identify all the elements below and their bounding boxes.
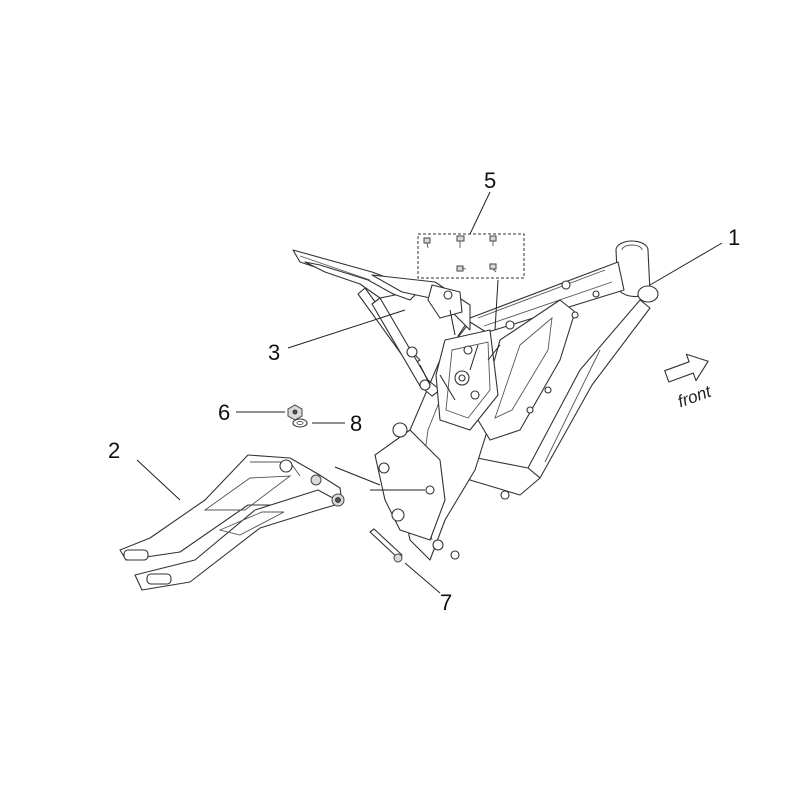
assembly-guide-lines — [334, 279, 501, 491]
leader-lines — [136, 191, 723, 594]
main-frame — [374, 240, 659, 561]
arrow-right-icon — [664, 353, 709, 383]
callout-8: 8 — [350, 411, 362, 436]
bolt-kit — [417, 233, 525, 279]
callout-2: 2 — [108, 438, 120, 463]
callout-7: 7 — [440, 590, 452, 615]
washer — [292, 418, 308, 428]
callout-6: 6 — [218, 400, 230, 425]
front-direction-indicator: front — [664, 353, 715, 411]
nut — [287, 404, 303, 421]
bolt — [489, 263, 497, 273]
bolt — [489, 235, 497, 246]
rear-subframe — [292, 249, 499, 431]
pivot-shaft — [369, 528, 403, 563]
callout-1: 1 — [728, 225, 740, 250]
callout-3: 3 — [268, 340, 280, 365]
callout-5: 5 — [484, 168, 496, 193]
front-label: front — [675, 381, 715, 411]
swingarm — [119, 454, 345, 591]
bolt — [423, 237, 431, 249]
bolt — [456, 265, 467, 272]
bolt — [456, 235, 465, 248]
